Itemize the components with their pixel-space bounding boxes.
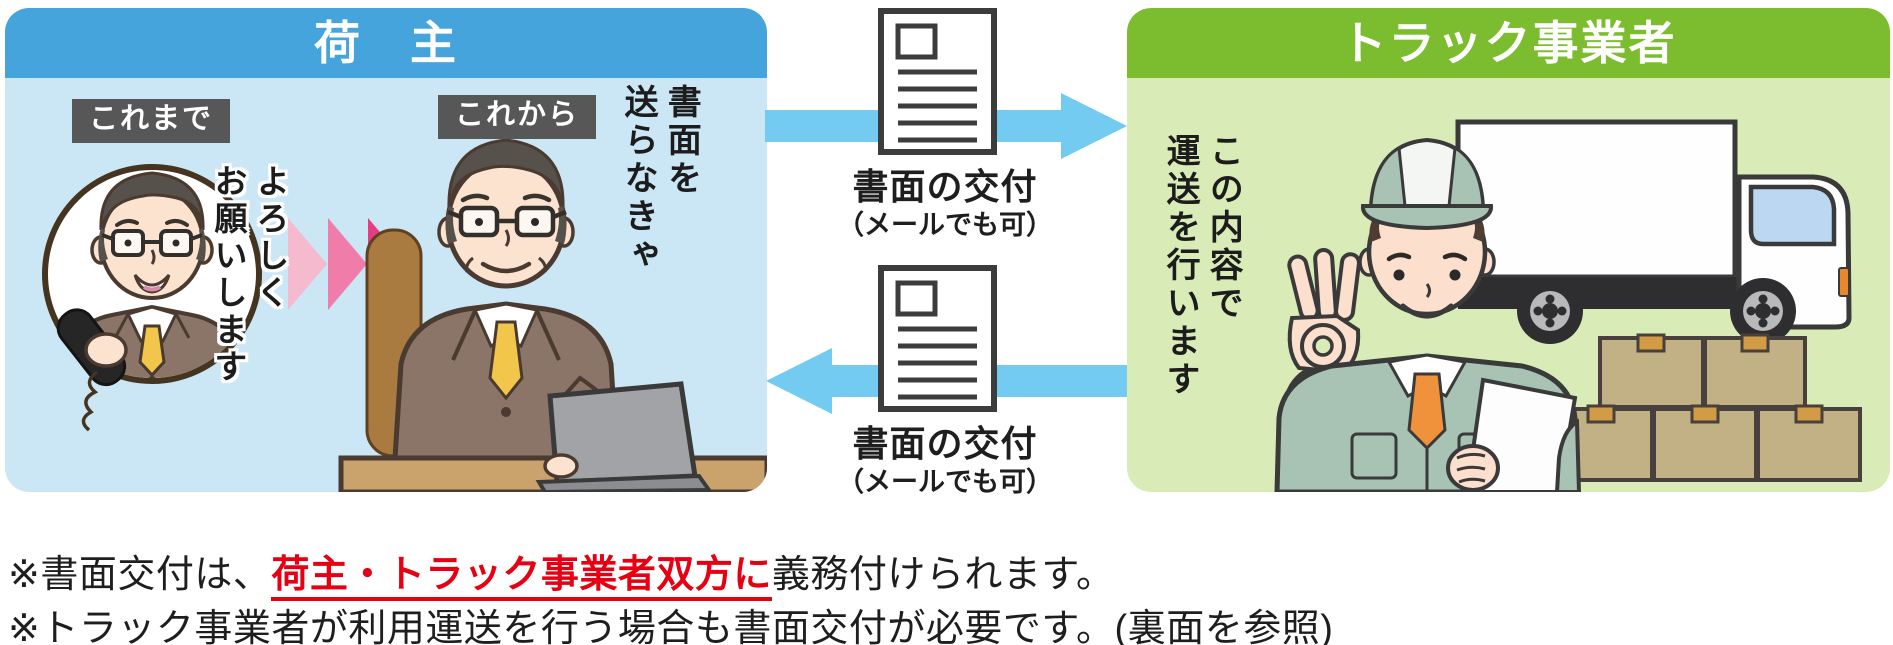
exchange-top-label: 書面の交付 bbox=[852, 166, 1038, 207]
badge-before: これまで bbox=[72, 99, 231, 143]
footnote-1: ※書面交付は、荷主・トラック事業者双方に義務付けられます。 bbox=[8, 543, 1115, 601]
exchange-top-sublabel: （メールでも可） bbox=[837, 210, 1053, 240]
cap-icon bbox=[1361, 137, 1493, 231]
driver-speech-col-right: この内容で bbox=[1204, 133, 1243, 323]
footnote-2-text: ※トラック事業者が利用運送を行う場合も書面交付が必要です。(裏面を参照) bbox=[8, 608, 1334, 645]
carrier-panel-body: この内容で 運送を行います bbox=[1127, 78, 1890, 492]
carrier-title: トラック事業者 bbox=[1340, 17, 1677, 69]
exchange-bottom-sublabel: （メールでも可） bbox=[837, 467, 1053, 497]
phone-speech-text: よろしく お願いします bbox=[205, 164, 292, 386]
exchange-bottom-label: 書面の交付 bbox=[852, 423, 1038, 464]
footnote-1-suffix: 義務付けられます。 bbox=[771, 554, 1115, 596]
phone-handset-icon bbox=[56, 308, 128, 432]
carrier-panel: トラック事業者 bbox=[1127, 8, 1890, 492]
carrier-panel-header: トラック事業者 bbox=[1127, 8, 1890, 78]
shipper-panel: 荷 主 bbox=[5, 8, 767, 492]
truck-icon bbox=[1455, 119, 1852, 344]
document-icon bbox=[878, 8, 997, 155]
shipper-panel-header: 荷 主 bbox=[5, 8, 767, 78]
footnote-1-prefix: ※書面交付は、 bbox=[8, 554, 272, 596]
laptop-icon bbox=[535, 381, 713, 492]
badge-after: これから bbox=[438, 95, 597, 139]
driver-speech-text: この内容で 運送を行います bbox=[1157, 133, 1246, 399]
ok-hand-icon bbox=[1287, 248, 1361, 375]
shipper-title: 荷 主 bbox=[314, 17, 458, 69]
driver-speech-col-left: 運送を行います bbox=[1161, 133, 1200, 399]
footnote-2: ※トラック事業者が利用運送を行う場合も書面交付が必要です。(裏面を参照) bbox=[8, 597, 1333, 645]
thought-text: 書面を 送らなきゃ bbox=[615, 84, 704, 274]
phone-speech-col-right: よろしく bbox=[251, 164, 289, 312]
document-icon bbox=[878, 265, 997, 412]
shipper-illustration bbox=[42, 138, 767, 492]
thought-col-right: 書面を bbox=[662, 84, 701, 198]
thought-col-left: 送らなきゃ bbox=[619, 84, 658, 274]
cardboard-boxes-icon bbox=[1548, 333, 1862, 482]
carrier-illustration bbox=[1274, 119, 1862, 492]
truck-wheel bbox=[1730, 278, 1796, 344]
footnote-1-highlight: 荷主・トラック事業者双方に bbox=[271, 554, 772, 601]
truck-wheel bbox=[1517, 278, 1583, 344]
shipper-laptop-scene bbox=[338, 138, 767, 492]
truck-driver bbox=[1274, 137, 1582, 492]
phone-speech-col-left: お願いします bbox=[209, 164, 247, 386]
shipper-panel-body: これまで これから よろしく お願いします 書面を 送らなきゃ bbox=[5, 78, 767, 492]
